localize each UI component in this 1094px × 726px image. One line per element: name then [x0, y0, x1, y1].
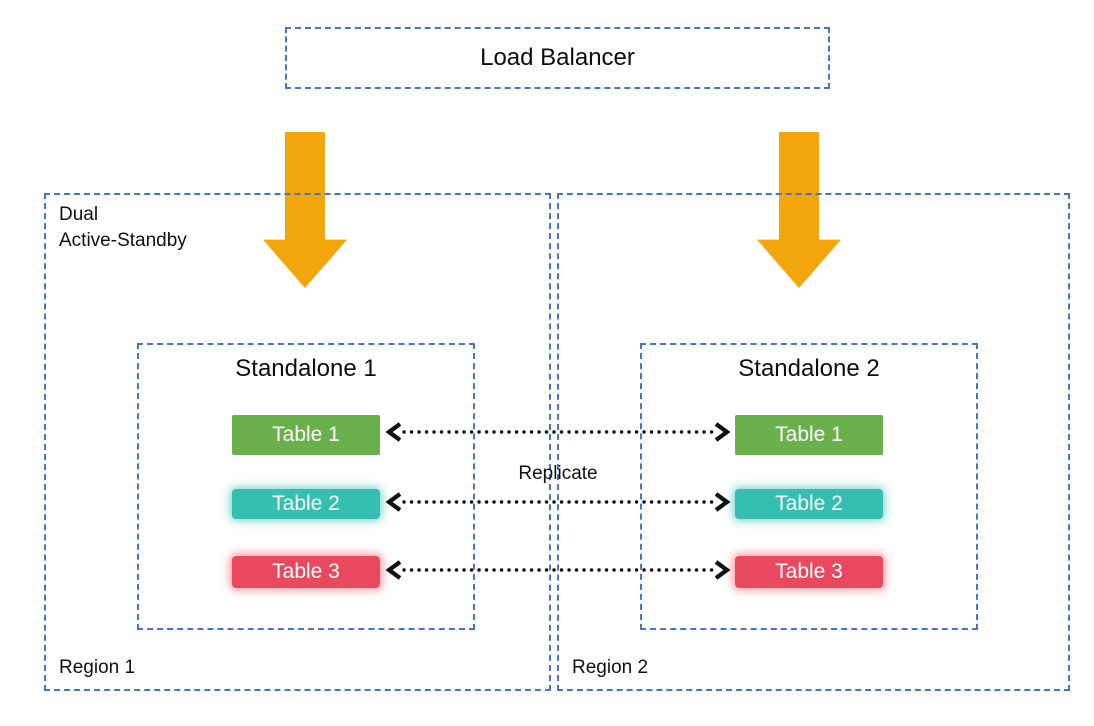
dual-label-line2: Active-Standby	[59, 230, 187, 251]
replicate-label: Replicate	[518, 463, 598, 484]
load-balancer-label: Load Balancer	[480, 44, 635, 71]
table-chip: Table 2	[735, 489, 883, 519]
dual-label-line1: Dual	[59, 204, 99, 225]
table-3-label: Table 3	[272, 560, 340, 583]
replicate-arrow-icon	[385, 422, 731, 442]
dual-active-standby-label: Dual Active-Standby	[59, 202, 187, 254]
table-1-label: Table 1	[775, 423, 843, 446]
table-2-label: Table 2	[272, 492, 340, 515]
region-1-box: Dual Active-Standby Region 1	[44, 193, 551, 691]
table-3-label: Table 3	[775, 560, 843, 583]
table-chip: Table 3	[232, 556, 380, 588]
table-chip: Table 3	[735, 556, 883, 588]
standalone-1-box: Standalone 1 Table 1 Table 2 Table 3	[137, 343, 475, 630]
replicate-arrow-icon	[385, 492, 731, 512]
replicate-arrow-icon	[385, 560, 731, 580]
standalone-2-title: Standalone 2	[738, 355, 880, 382]
region-2-label: Region 2	[572, 657, 649, 678]
region-2-box: Region 2	[557, 193, 1070, 691]
table-chip: Table 1	[735, 415, 883, 455]
region-1-label: Region 1	[59, 657, 136, 678]
table-chip: Table 2	[232, 489, 380, 519]
standalone-1-title: Standalone 1	[235, 355, 377, 382]
standalone-2-box: Standalone 2 Table 1 Table 2 Table 3	[640, 343, 978, 630]
table-2-label: Table 2	[775, 492, 843, 515]
table-1-label: Table 1	[272, 423, 340, 446]
load-balancer-box: Load Balancer	[285, 27, 830, 89]
table-chip: Table 1	[232, 415, 380, 455]
